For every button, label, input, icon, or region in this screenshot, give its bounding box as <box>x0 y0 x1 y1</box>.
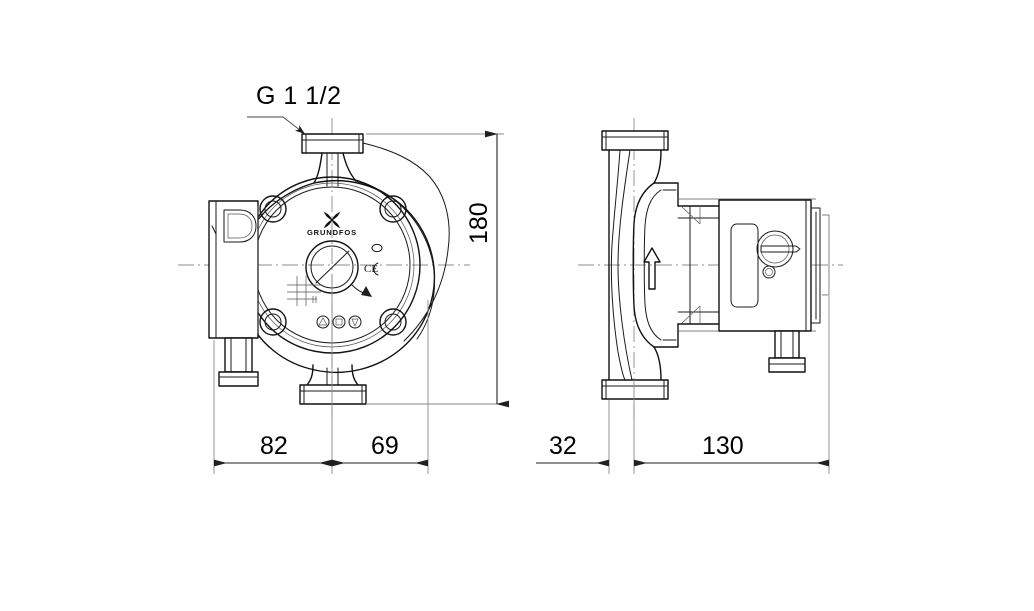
ce-label: CE <box>364 263 378 275</box>
performance-scale-marking <box>287 276 321 306</box>
bolt-boss <box>259 308 287 336</box>
approval-badge <box>332 315 346 329</box>
flow-direction-arrow <box>643 247 661 290</box>
bolt-boss <box>379 308 407 336</box>
dimension-side-widths <box>536 296 830 474</box>
side-view <box>578 118 843 420</box>
callout-thread-size <box>247 116 306 135</box>
pump-body <box>608 149 679 381</box>
dimension-group <box>213 130 830 474</box>
vent-plug-cap <box>305 240 372 297</box>
outlet-flange <box>601 379 669 400</box>
dimension-label-32: 32 <box>549 432 577 460</box>
grundfos-logo: GRUNDFOS <box>307 211 357 237</box>
dimension-front-widths <box>213 274 429 474</box>
dimension-overall-height <box>366 130 509 408</box>
callout-thread-size-label: G 1 1/2 <box>256 82 342 110</box>
inlet-flange <box>601 130 669 151</box>
bolt-boss <box>379 195 407 223</box>
bolt-boss <box>259 195 287 223</box>
front-view: GRUNDFOS CE <box>178 118 470 420</box>
dimension-label-130: 130 <box>702 432 744 460</box>
ce-mark: CE <box>364 243 383 276</box>
dimension-label-82: 82 <box>260 432 288 460</box>
top-flange <box>301 133 364 187</box>
terminal-box <box>208 200 259 339</box>
dimension-label-69: 69 <box>371 432 399 460</box>
bolt-boss-group <box>259 195 407 336</box>
approval-badge <box>316 315 330 329</box>
speed-selector-knob <box>756 230 801 268</box>
approval-badge <box>348 315 362 329</box>
cable-gland-side <box>768 330 806 373</box>
indicator-hole <box>762 265 776 279</box>
brand-label: GRUNDFOS <box>307 228 357 237</box>
cable-gland <box>218 337 259 387</box>
approval-badges <box>316 315 362 329</box>
terminal-box-side <box>718 199 830 332</box>
dimension-label-180: 180 <box>465 202 493 244</box>
